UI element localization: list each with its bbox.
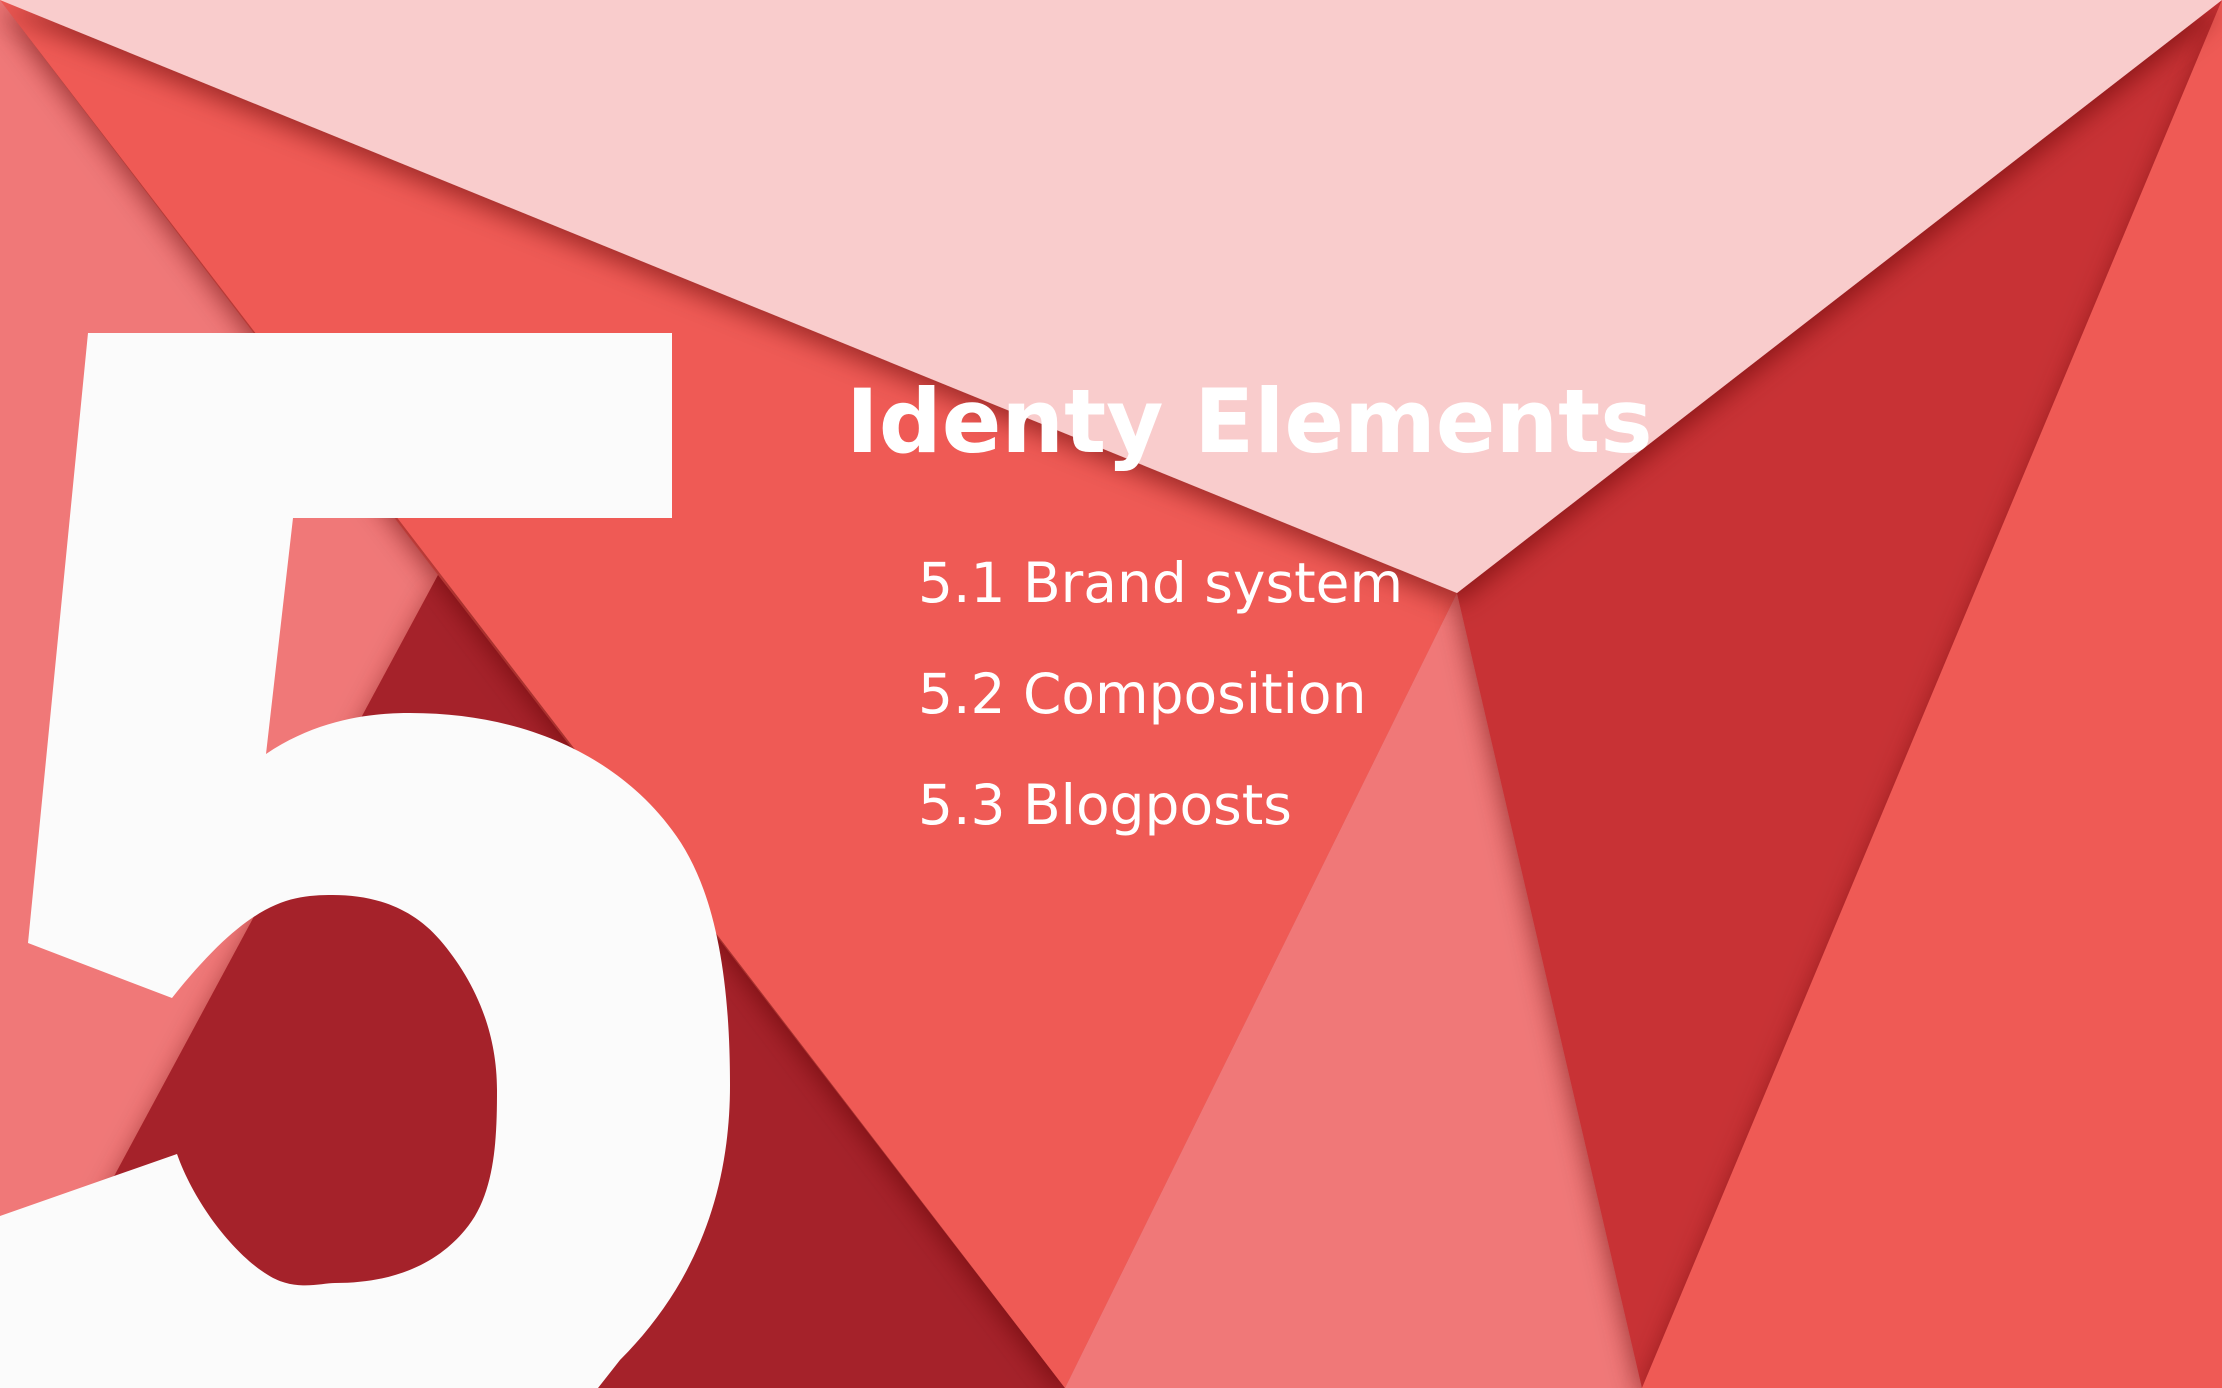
bg-right-crimson-triangle (1457, 0, 2222, 1388)
bg-top-pale-triangle (0, 0, 2222, 593)
bg-far-right-coral-panel (1642, 0, 2222, 1388)
table-of-contents: 5.1 Brand system 5.2 Composition 5.3 Blo… (918, 556, 1403, 889)
bg-center-light-triangle (1065, 593, 1642, 1388)
toc-item-composition[interactable]: 5.2 Composition (918, 662, 1367, 726)
toc-item-blogposts[interactable]: 5.3 Blogposts (918, 773, 1292, 837)
toc-item-brand-system[interactable]: 5.1 Brand system (918, 551, 1404, 615)
section-title: Identy Elements (846, 370, 1653, 473)
section-number-5 (0, 333, 730, 1388)
